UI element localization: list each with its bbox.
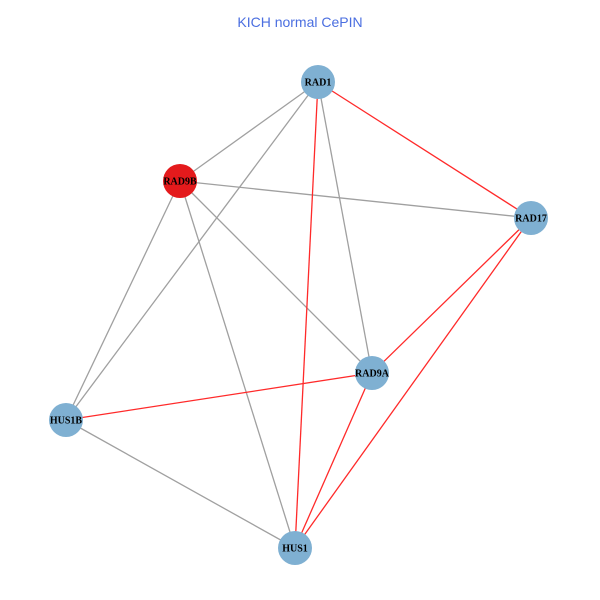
node-label: RAD17	[515, 214, 547, 225]
node-rad1[interactable]: RAD1	[301, 65, 335, 99]
edge-rad17-rad9a	[371, 217, 532, 374]
edge-rad9a-hus1b	[65, 372, 373, 421]
edge-rad1-hus1	[294, 81, 319, 549]
edge-rad9a-hus1	[294, 372, 373, 549]
node-label: HUS1	[282, 544, 308, 555]
node-rad9b[interactable]: RAD9B	[163, 164, 197, 198]
edge-hus1b-hus1	[65, 419, 296, 549]
node-rad9a[interactable]: RAD9A	[355, 356, 390, 390]
node-label: HUS1B	[50, 416, 83, 427]
node-label: RAD1	[305, 78, 332, 89]
edge-rad9b-hus1b	[65, 180, 181, 421]
edge-rad1-rad17	[317, 81, 532, 219]
node-label: RAD9A	[355, 369, 390, 380]
node-hus1[interactable]: HUS1	[278, 531, 312, 565]
node-hus1b[interactable]: HUS1B	[49, 403, 83, 437]
node-circle	[301, 65, 335, 99]
node-circle	[278, 531, 312, 565]
edge-rad1-hus1b	[65, 81, 319, 421]
edge-rad1-rad9a	[317, 81, 373, 374]
edge-rad9b-hus1	[179, 180, 296, 549]
node-circle	[355, 356, 389, 390]
node-circle	[49, 403, 83, 437]
node-label: RAD9B	[163, 177, 197, 188]
edge-rad1-rad9b	[179, 81, 319, 182]
node-circle	[163, 164, 197, 198]
edge-rad17-hus1	[294, 217, 532, 549]
edge-rad9b-rad9a	[179, 180, 373, 374]
node-rad17[interactable]: RAD17	[514, 201, 548, 235]
diagram-title: KICH normal CePIN	[237, 14, 363, 30]
node-circle	[514, 201, 548, 235]
edge-rad9b-rad17	[179, 180, 532, 219]
